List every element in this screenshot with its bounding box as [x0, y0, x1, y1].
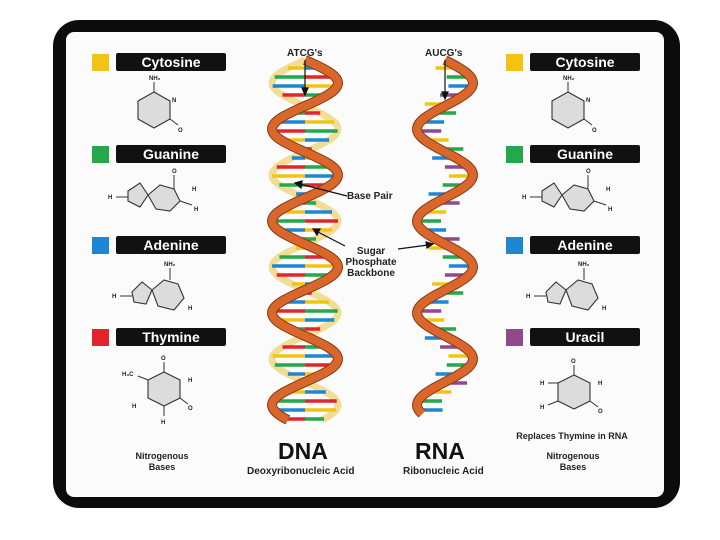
guanine-structure-left: O H H H [108, 165, 218, 235]
base-pair-arrowhead [295, 181, 302, 188]
svg-text:H: H [188, 378, 192, 384]
svg-text:H: H [108, 195, 112, 201]
svg-text:O: O [571, 359, 576, 365]
svg-text:N: N [586, 98, 590, 104]
svg-text:H: H [608, 207, 612, 213]
svg-text:NH₂: NH₂ [578, 262, 590, 268]
svg-text:O: O [178, 128, 183, 134]
svg-text:NH₂: NH₂ [563, 76, 575, 82]
backbone-arrow-rna [398, 245, 428, 249]
adenine-structure-left: NH₂ H H [112, 258, 222, 328]
svg-text:H: H [606, 187, 610, 193]
svg-text:H: H [598, 381, 602, 387]
adenine-structure-right: NH₂ H H [526, 258, 636, 328]
svg-text:H: H [526, 294, 530, 300]
cytosine-structure-right: NH₂ O N [532, 72, 612, 152]
rna-top-arrowhead [442, 92, 448, 99]
svg-text:H: H [188, 306, 192, 312]
svg-text:O: O [172, 169, 177, 175]
svg-text:O: O [188, 406, 193, 412]
svg-text:O: O [586, 169, 591, 175]
svg-text:H: H [192, 187, 196, 193]
svg-text:NH₂: NH₂ [164, 262, 176, 268]
uracil-structure-right: O H H H O [528, 355, 628, 435]
svg-text:O: O [598, 409, 603, 415]
svg-text:H: H [540, 381, 544, 387]
thymine-structure-left: O H₃C H O H H [118, 352, 218, 432]
svg-text:H: H [540, 405, 544, 411]
svg-text:H: H [522, 195, 526, 201]
svg-text:NH₂: NH₂ [149, 76, 161, 82]
svg-text:H: H [112, 294, 116, 300]
cytosine-structure-left: NH₂ O N [118, 72, 198, 152]
svg-text:N: N [172, 98, 176, 104]
rna-single-helix [417, 60, 473, 414]
svg-text:H: H [132, 404, 136, 410]
svg-text:H: H [161, 420, 165, 426]
svg-text:O: O [161, 356, 166, 362]
dna-double-helix [272, 60, 338, 420]
svg-text:O: O [592, 128, 597, 134]
svg-text:H: H [602, 306, 606, 312]
svg-text:H₃C: H₃C [122, 372, 134, 378]
svg-text:H: H [194, 207, 198, 213]
guanine-structure-right: O H H H [522, 165, 632, 235]
